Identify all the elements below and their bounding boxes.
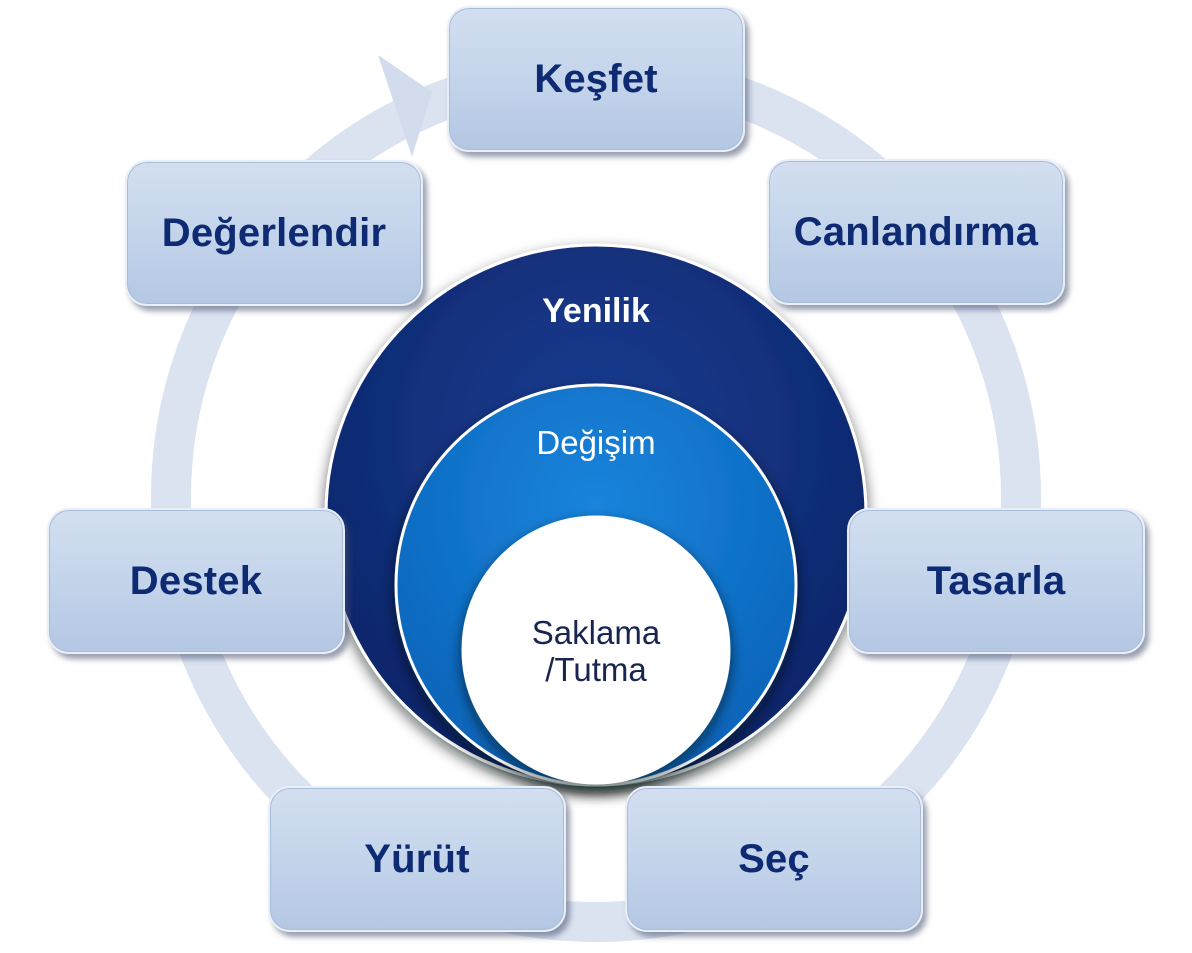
cycle-arrowhead xyxy=(378,55,432,157)
inner-circle xyxy=(461,515,731,785)
step-tasarla[interactable]: Tasarla xyxy=(847,508,1145,654)
step-degerlendir[interactable]: Değerlendir xyxy=(125,160,423,306)
step-sec[interactable]: Seç xyxy=(625,786,923,932)
step-canlandirma[interactable]: Canlandırma xyxy=(767,159,1065,305)
step-destek[interactable]: Destek xyxy=(47,508,345,654)
step-kesfet[interactable]: Keşfet xyxy=(447,6,745,152)
innovation-label: Yenilik xyxy=(542,292,650,330)
retention-label-line1: Saklama xyxy=(531,614,661,651)
retention-label-line2: /Tutma xyxy=(545,651,647,688)
step-yurut[interactable]: Yürüt xyxy=(268,786,566,932)
change-label: Değişim xyxy=(536,424,656,461)
